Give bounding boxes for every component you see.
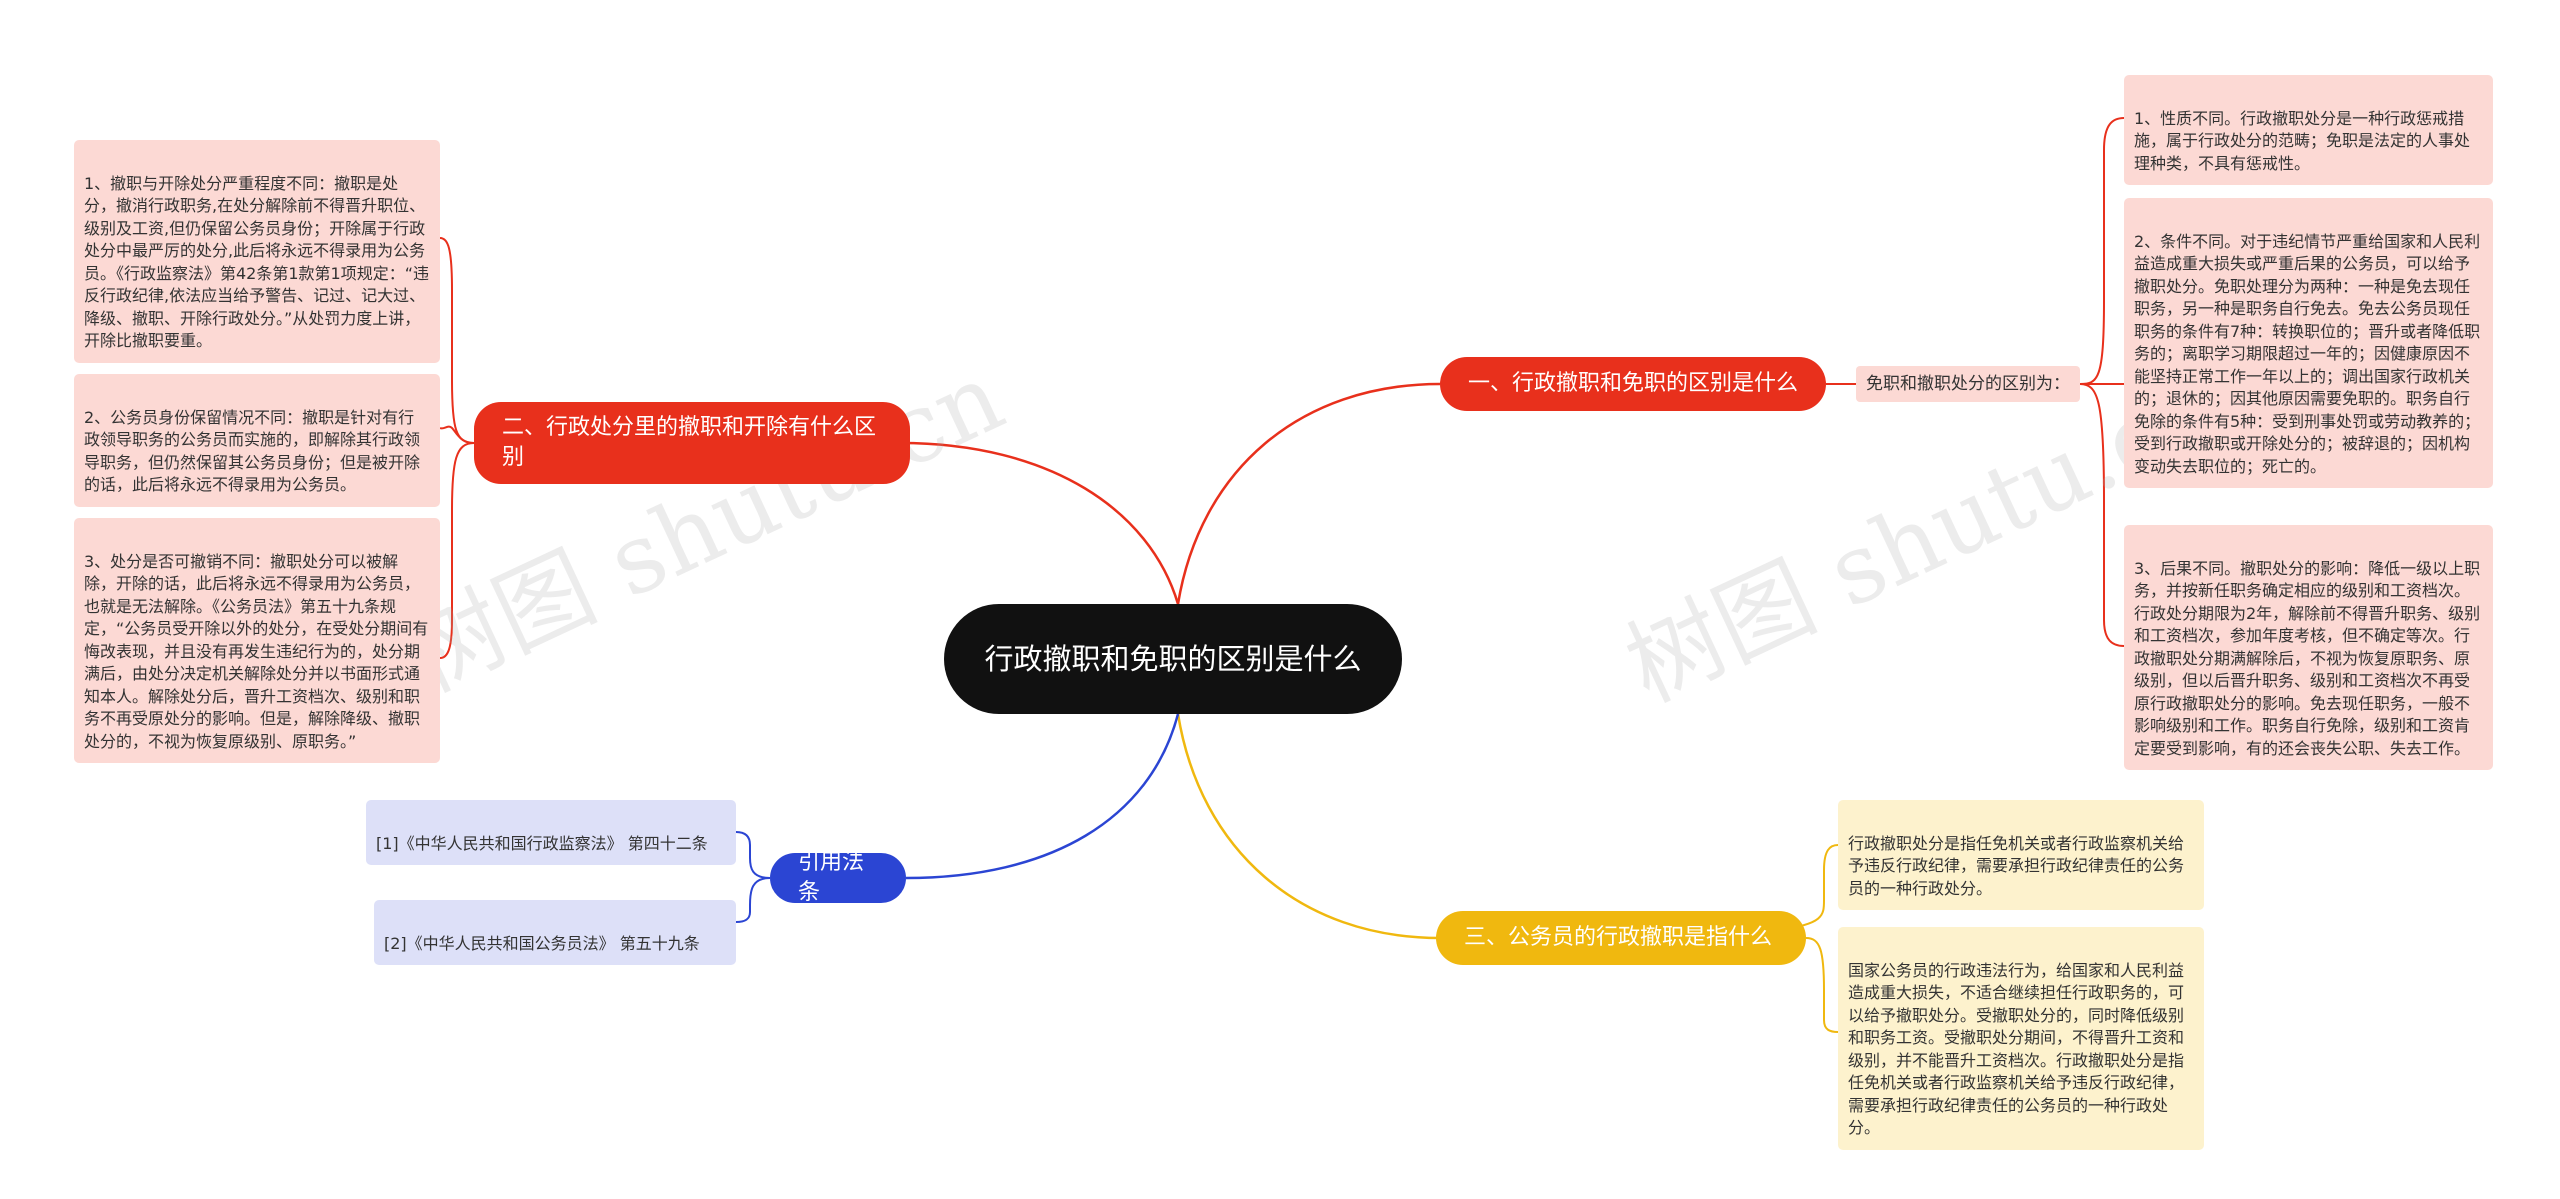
link-center-branch3	[1176, 713, 1441, 940]
link-branch2-leaf2	[439, 425, 475, 444]
branch-1-leaf-2[interactable]: 2、条件不同。对于违纪情节严重给国家和人民利益造成重大损失或严重后果的公务员，可…	[2124, 198, 2493, 488]
branch-3-label: 三、公务员的行政撤职是指什么	[1464, 925, 1773, 950]
center-topic[interactable]: 行政撤职和免职的区别是什么	[944, 604, 1402, 714]
branch-1-leaf-1-text: 1、性质不同。行政撤职处分是一种行政惩戒措施，属于行政处分的范畴；免职是法定的人…	[2134, 108, 2471, 173]
branch-2-leaf-1-text: 1、撤职与开除处分严重程度不同：撤职是处分，撤消行政职务,在处分解除前不得晋升职…	[84, 173, 430, 351]
branch-1-sub-label[interactable]: 免职和撤职处分的区别为：	[1856, 366, 2080, 402]
branch-4[interactable]: 引用法条	[770, 850, 906, 905]
link-center-branch1	[1176, 382, 1441, 605]
branch-4-leaf-1-text: [1]《中华人民共和国行政监察法》 第四十二条	[376, 833, 708, 853]
branch-2-leaf-3[interactable]: 3、处分是否可撤销不同：撤职处分可以被解除，开除的话，此后将永远不得录用为公务员…	[74, 518, 440, 763]
link-branch2-leaf3	[439, 442, 475, 659]
branch-1-label: 一、行政撤职和免职的区别是什么	[1468, 371, 1799, 396]
branch-3-leaf-1-text: 行政撤职处分是指任免机关或者行政监察机关给予违反行政纪律，需要承担行政纪律责任的…	[1848, 833, 2185, 898]
link-center-branch2	[899, 441, 1180, 605]
branch-3-leaf-2-text: 国家公务员的行政违法行为，给国家和人民利益造成重大损失，不适合继续担任行政职务的…	[1848, 960, 2185, 1138]
branch-2-leaf-1[interactable]: 1、撤职与开除处分严重程度不同：撤职是处分，撤消行政职务,在处分解除前不得晋升职…	[74, 140, 440, 363]
branch-2-leaf-3-text: 3、处分是否可撤销不同：撤职处分可以被解除，开除的话，此后将永远不得录用为公务员…	[84, 551, 429, 751]
link-sublabel-leaf1	[2079, 117, 2125, 385]
branch-3-leaf-1[interactable]: 行政撤职处分是指任免机关或者行政监察机关给予违反行政纪律，需要承担行政纪律责任的…	[1838, 800, 2204, 910]
branch-2-label: 二、行政处分里的撤职和开除有什么区别	[502, 415, 877, 470]
branch-1[interactable]: 一、行政撤职和免职的区别是什么	[1440, 357, 1826, 411]
branch-4-leaf-2-text: [2]《中华人民共和国公务员法》 第五十九条	[384, 933, 700, 953]
link-center-branch4	[905, 713, 1180, 880]
link-branch4-leaf1	[735, 831, 771, 879]
branch-1-leaf-3[interactable]: 3、后果不同。撤职处分的影响：降低一级以上职务，并按新任职务确定相应的级别和工资…	[2124, 525, 2493, 770]
branch-2-leaf-2-text: 2、公务员身份保留情况不同：撤职是针对有行政领导职务的公务员而实施的，即解除其行…	[84, 407, 421, 495]
link-branch2-leaf1	[439, 237, 475, 444]
branch-3-leaf-2[interactable]: 国家公务员的行政违法行为，给国家和人民利益造成重大损失，不适合继续担任行政职务的…	[1838, 927, 2204, 1150]
center-topic-label: 行政撤职和免职的区别是什么	[984, 642, 1362, 676]
link-branch3-leaf2	[1805, 937, 1839, 1033]
link-sublabel-leaf3	[2079, 383, 2125, 647]
link-branch4-leaf2	[735, 877, 771, 923]
branch-1-leaf-1[interactable]: 1、性质不同。行政撤职处分是一种行政惩戒措施，属于行政处分的范畴；免职是法定的人…	[2124, 75, 2493, 185]
branch-4-label: 引用法条	[798, 850, 865, 905]
branch-4-leaf-1[interactable]: [1]《中华人民共和国行政监察法》 第四十二条	[366, 800, 736, 865]
branch-2-leaf-2[interactable]: 2、公务员身份保留情况不同：撤职是针对有行政领导职务的公务员而实施的，即解除其行…	[74, 374, 440, 507]
branch-1-leaf-2-text: 2、条件不同。对于违纪情节严重给国家和人民利益造成重大损失或严重后果的公务员，可…	[2134, 231, 2481, 476]
branch-2[interactable]: 二、行政处分里的撤职和开除有什么区别	[474, 402, 910, 484]
branch-1-leaf-3-text: 3、后果不同。撤职处分的影响：降低一级以上职务，并按新任职务确定相应的级别和工资…	[2134, 558, 2481, 758]
branch-4-leaf-2[interactable]: [2]《中华人民共和国公务员法》 第五十九条	[374, 900, 736, 965]
branch-3[interactable]: 三、公务员的行政撤职是指什么	[1436, 911, 1806, 965]
branch-1-sub-label-text: 免职和撤职处分的区别为：	[1866, 374, 2070, 394]
